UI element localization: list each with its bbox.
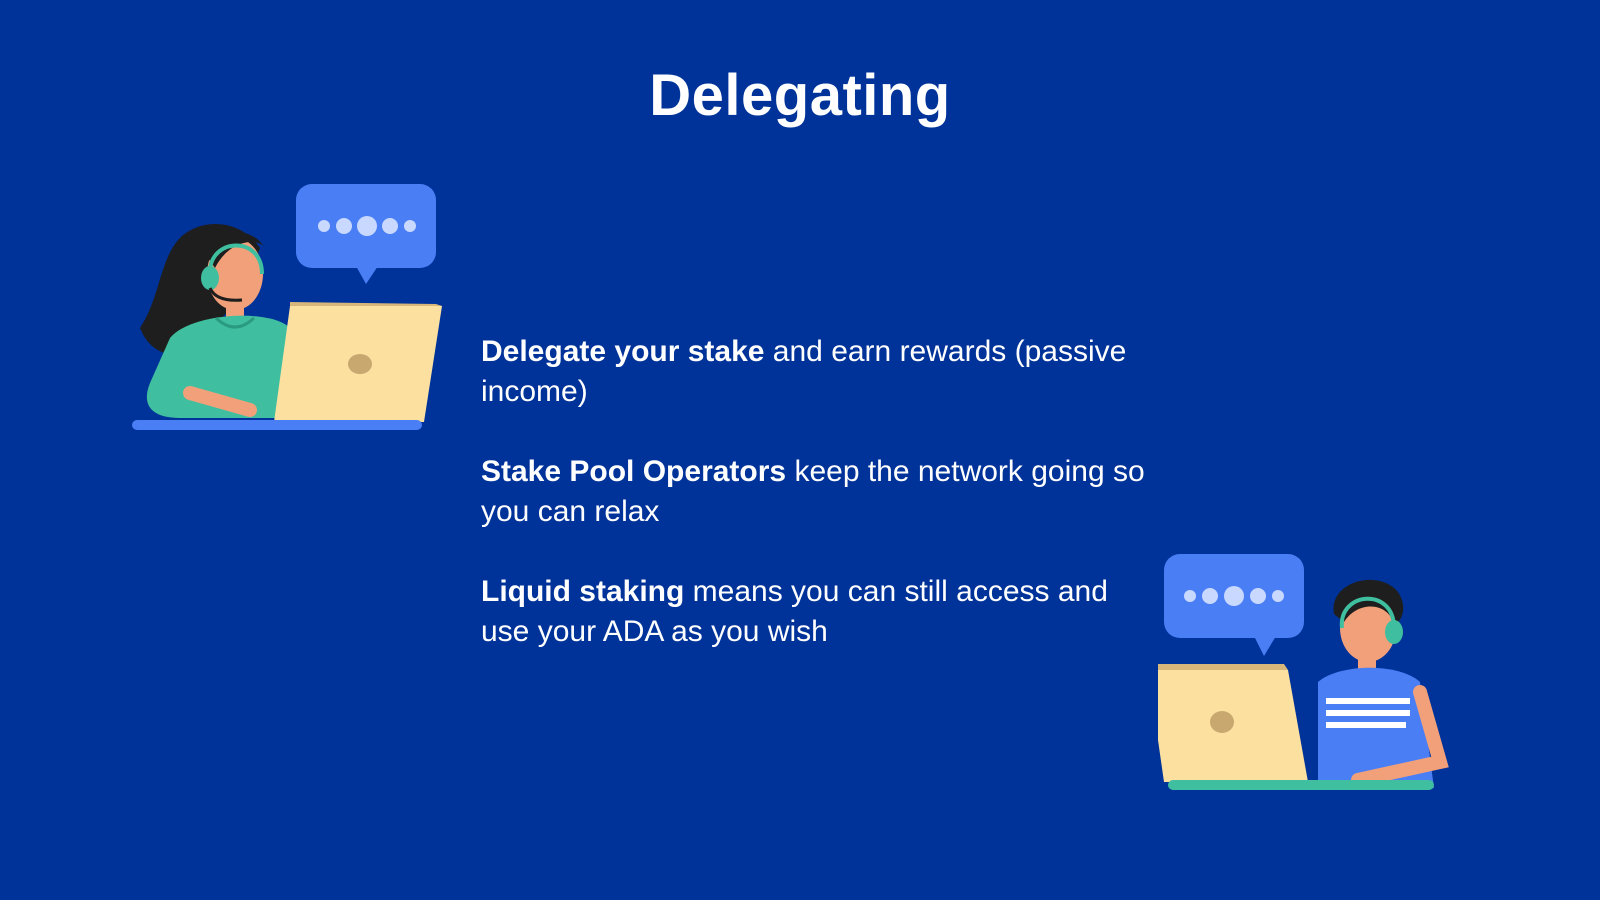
slide-title: Delegating bbox=[649, 63, 951, 128]
bullet-delegate-bold: Delegate your stake bbox=[481, 335, 765, 368]
bullet-list: Delegate your stake and earn rewards (pa… bbox=[481, 332, 1161, 692]
bullet-liquid-text: means you can still access and use your … bbox=[481, 575, 1108, 648]
bullet-delegate: Delegate your stake and earn rewards (pa… bbox=[481, 332, 1161, 412]
bullet-liquid-bold: Liquid staking bbox=[481, 575, 685, 608]
bullet-spo-text: keep the network going so you can relax bbox=[481, 455, 1145, 528]
desk-right bbox=[1168, 780, 1434, 790]
bullet-stake-pool-operators: Stake Pool Operators keep the network go… bbox=[481, 452, 1161, 532]
desk-left bbox=[132, 420, 422, 430]
bullet-liquid-staking: Liquid staking means you can still acces… bbox=[481, 572, 1161, 652]
laptop-left-icon bbox=[274, 302, 442, 422]
bullet-delegate-text: and earn rewards (passive income) bbox=[481, 335, 1127, 408]
chat-bubble-icon bbox=[296, 184, 436, 284]
support-agent-left-illustration bbox=[132, 184, 442, 430]
support-agent-right-illustration bbox=[1158, 554, 1449, 790]
bullet-spo-bold: Stake Pool Operators bbox=[481, 455, 787, 488]
person-left-icon bbox=[140, 224, 295, 418]
person-right-icon bbox=[1318, 579, 1449, 788]
chat-bubble-icon bbox=[1164, 554, 1304, 656]
laptop-right-icon bbox=[1158, 664, 1308, 782]
